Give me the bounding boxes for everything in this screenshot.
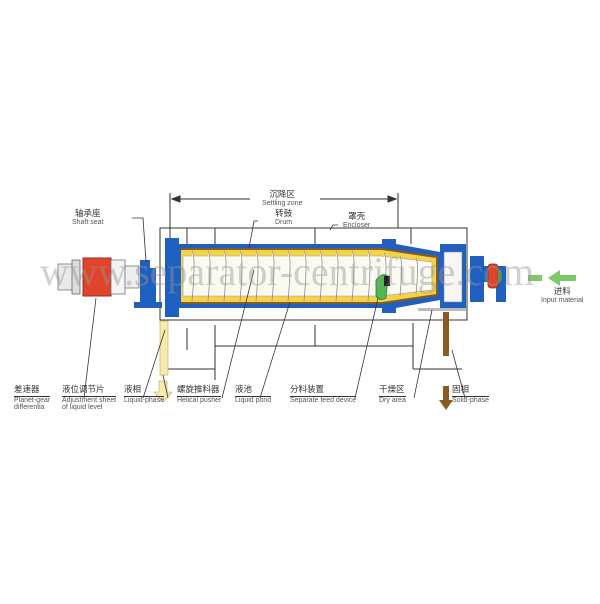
solid-phase-outlet <box>439 312 453 410</box>
label-drum: 转鼓 Drum <box>275 209 293 226</box>
encloser-outline <box>159 227 468 321</box>
base-frame <box>163 323 462 380</box>
right-shaft-seat <box>470 256 506 302</box>
label-adjustment-sheet: 液位调节片 Adjustment sheet of liquid level <box>62 385 117 412</box>
label-dry-area: 干燥区 Dry area <box>379 385 406 404</box>
watermark-text: www.separator-centrifuge.com <box>40 249 535 294</box>
input-material-arrow <box>528 270 576 286</box>
label-helical-pusher: 螺旋推料器 Helical pusher <box>177 385 222 404</box>
label-liquid-phase: 液相 Liquid-phase <box>124 385 165 404</box>
label-liquid-pond: 液池 Liquid pond <box>235 385 272 404</box>
planet-gear-assembly <box>57 257 162 308</box>
leader-lines <box>83 217 466 399</box>
label-settling-zone: 沉降区 Settling zone <box>262 190 303 207</box>
settling-zone-dimension <box>169 193 399 240</box>
label-solid-phase: 固相 Solid-phase <box>452 385 489 404</box>
label-input-material: 进料 Input material <box>541 287 584 304</box>
label-separate-feed-device: 分料装置 Separate feed device <box>290 385 357 404</box>
label-planet-gear: 差速器 Planet-gear differentia <box>14 385 51 412</box>
drum-bowl <box>165 238 466 317</box>
label-encloser: 罩壳 Encloser <box>343 212 371 229</box>
label-shaft-seat: 轴承座 Shaft seat <box>72 209 104 226</box>
